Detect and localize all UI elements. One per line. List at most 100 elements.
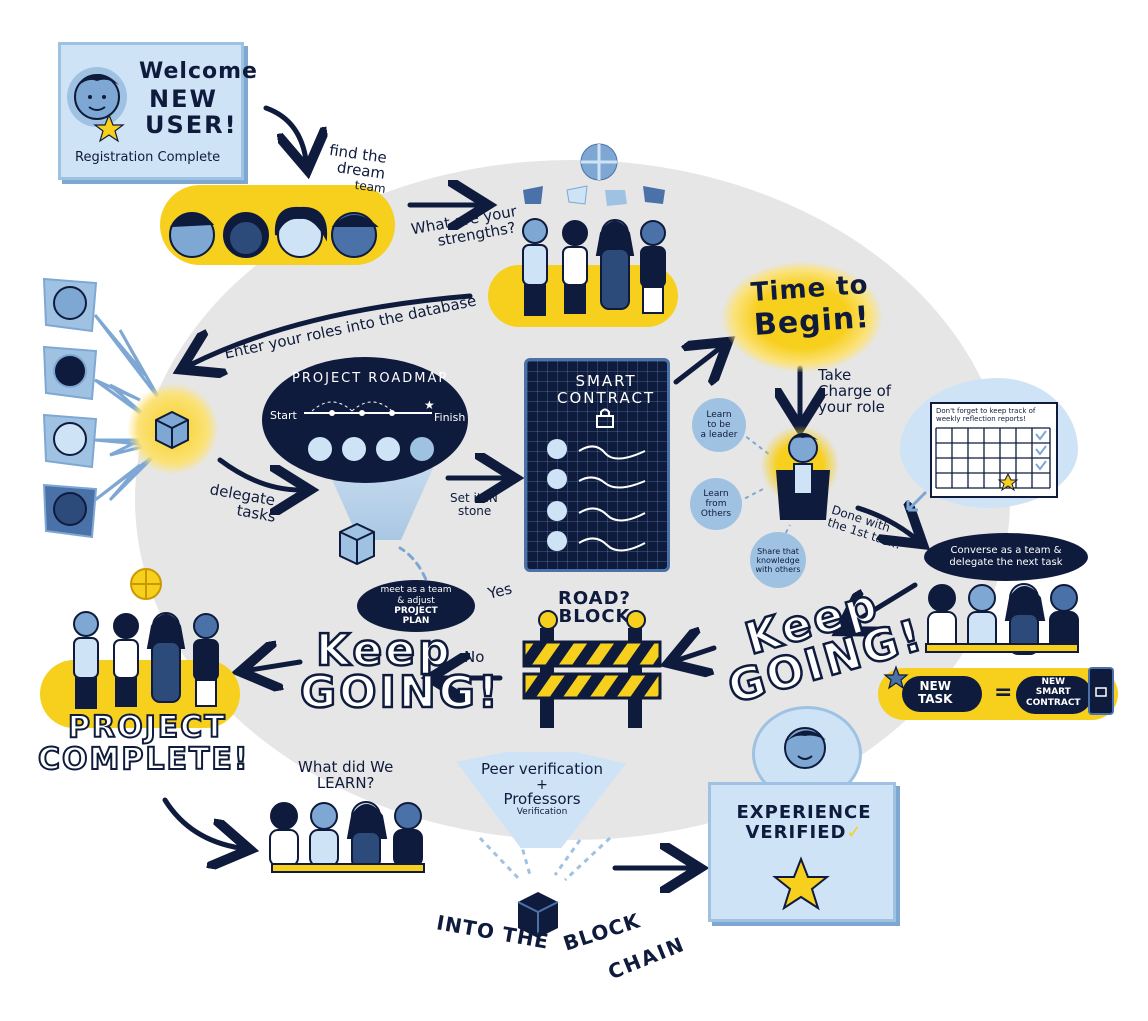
learn-others-line3: Others: [700, 509, 732, 519]
experience-title: EXPERIENCE VERIFIED✓: [729, 803, 879, 843]
lightning-4: [94, 453, 157, 502]
arrow-keepgoing-to-roadblock: [678, 648, 717, 660]
arrow-contract-to-begin: [673, 348, 720, 382]
begin-glow: [722, 262, 882, 372]
new-contract-line2: SMART: [1035, 687, 1071, 698]
new-contract-line3: CONTRACT: [1026, 697, 1081, 708]
time-to-begin: Time to Begin!: [750, 270, 872, 343]
reflection-note-line2: weekly reflection reports!: [936, 415, 1026, 424]
equals-sign: =: [994, 680, 1013, 705]
peer-line: Peer verification: [481, 760, 603, 778]
welcome-line2: NEW: [149, 85, 218, 113]
what-learn-line1: What did We: [298, 758, 394, 776]
take-charge-line3: your role: [818, 397, 885, 416]
new-task-label: NEW TASK: [918, 679, 953, 707]
complete-medal-icon: [130, 568, 162, 600]
verified-line: VERIFIED: [745, 821, 847, 843]
project-line: PROJECT: [67, 710, 227, 745]
meet-adjust-line3: PROJECT: [394, 606, 438, 616]
meet-adjust-pill: meet as a team & adjust PROJECT PLAN: [357, 580, 475, 632]
roadblock-line2: BLOCK: [558, 606, 631, 627]
arrow-cube-to-roadmap: [217, 457, 300, 490]
arrow-converse-to-keepgoing: [848, 582, 918, 626]
verified-row: VERIFIED✓: [729, 821, 879, 843]
contract-signatures-icon: [547, 439, 646, 552]
verification-line: Verification: [516, 807, 568, 818]
roadmap-title: PROJECT ROADMAP: [292, 371, 449, 386]
what-learn-label: What did We LEARN?: [298, 758, 394, 792]
welcome-line3: USER!: [145, 111, 238, 139]
roadmap-finish: Finish: [434, 411, 466, 424]
calendar-arrow-icon: [906, 490, 928, 512]
learn-others-bubble: Learn from Others: [690, 478, 742, 530]
team-standing-icon: [522, 218, 666, 316]
member-avatars-icon: [42, 277, 98, 539]
new-task-line1: NEW: [919, 679, 951, 693]
roadmap-start: Start: [270, 409, 297, 422]
learn-others-line1: Learn: [703, 489, 729, 499]
roadmap-oval: PROJECT ROADMAP Start Finish ★: [262, 357, 468, 483]
verification-label: Peer verification + Professors Verificat…: [472, 760, 612, 818]
share-line1: Share that: [757, 546, 799, 556]
smart-contract-scroll: SMART CONTRACT: [524, 358, 670, 572]
new-task-line2: TASK: [918, 692, 953, 707]
contract-title-line2: CONTRACT: [557, 388, 656, 407]
new-contract-label: NEW SMART CONTRACT: [1026, 677, 1081, 708]
verified-star-icon: [772, 856, 830, 911]
share-line3: with others: [755, 564, 801, 574]
puzzle-pieces-icon: [523, 143, 665, 206]
what-learn-line2: LEARN?: [316, 773, 375, 792]
experience-card: EXPERIENCE VERIFIED✓: [708, 782, 896, 922]
arrow-keepgoing-to-complete: [250, 662, 303, 670]
meet-adjust-line4: PLAN: [402, 616, 430, 627]
arrow-complete-to-learn: [162, 797, 240, 848]
experience-avatar-icon: [784, 727, 826, 769]
learn-leader-line1: Learn: [706, 410, 732, 420]
take-charge-line2: Charge of: [818, 381, 892, 400]
learn-others-line2: from: [705, 499, 727, 509]
into-blockchain: INTO THE BLOCK: [435, 908, 643, 955]
learning-team-icon: [269, 801, 425, 873]
arrow-hero-to-converse: [855, 508, 915, 538]
team-meeting-icon: [925, 583, 1079, 655]
roadmap-cube-icon: [339, 522, 375, 566]
welcome-line1: Welcome: [139, 59, 258, 84]
arrow-welcome-to-team: [263, 105, 306, 160]
roadblock-line1: ROAD?: [558, 588, 631, 609]
set-in-stone-line2: stone: [458, 503, 492, 518]
contract-title: SMART CONTRACT: [557, 373, 655, 406]
hero-leader-icon: [776, 433, 830, 520]
new-task-star-icon: [883, 665, 909, 690]
new-task-box: [902, 676, 982, 712]
take-charge-label: Take Charge of your role: [818, 367, 892, 416]
roadblock-barrier-icon: [522, 610, 662, 728]
welcome-card: Welcome NEW USER! Registration Complete: [58, 42, 257, 180]
roadblock-label: ROAD? BLOCK: [558, 590, 631, 626]
learn-leader-line3: a leader: [700, 430, 738, 440]
new-contract-line1: NEW: [1041, 677, 1066, 687]
new-contract-box: [1016, 676, 1092, 714]
lightning-1: [93, 314, 162, 401]
blockchain-cube-icon: [517, 892, 559, 938]
contract-title-line1: SMART: [575, 372, 637, 390]
find-team-label: find the dream team: [324, 141, 391, 196]
meet-adjust-line2: & adjust: [397, 595, 435, 606]
arrow-to-cube: [190, 293, 473, 365]
keep-going-left: Keep GOING!: [299, 627, 501, 718]
roadmap-path-icon: ★: [304, 398, 435, 461]
new-contract-scroll-icon: [1088, 667, 1114, 715]
database-cube-icon: [155, 410, 189, 450]
meet-adjust-line1: meet as a team: [380, 585, 452, 596]
check-icon: ✓: [846, 821, 863, 843]
project-complete: PROJECT COMPLETE!: [37, 710, 250, 775]
complete-team-icon: [73, 611, 219, 709]
calendar-grid-icon: [935, 427, 1051, 492]
experience-line: EXPERIENCE: [736, 802, 872, 823]
team-faces-icon: [169, 206, 379, 258]
converse-pill: Converse as a team & delegate the next t…: [924, 533, 1088, 581]
set-in-stone-label: Set it IN stone: [450, 492, 498, 517]
professors-line: Professors: [503, 790, 581, 809]
no-label: No: [464, 648, 485, 666]
going-line-left: GOING!: [299, 666, 501, 718]
